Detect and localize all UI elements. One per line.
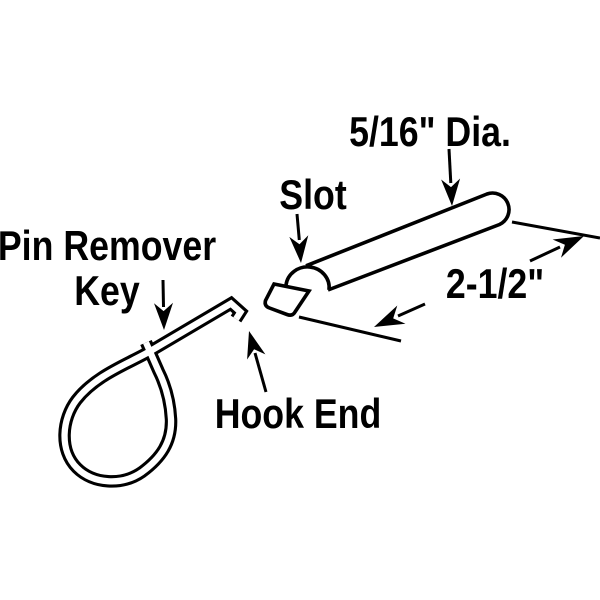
diameter-callout-arrow-icon	[441, 148, 461, 206]
diameter-label: 5/16" Dia.	[349, 108, 511, 155]
length-dimension-arrow-lower-icon	[374, 302, 426, 327]
dimension-extension-line-lower	[298, 315, 402, 343]
dimension-lines	[298, 220, 600, 343]
pin-rod	[305, 191, 511, 292]
pin-slot-face	[263, 281, 312, 317]
length-dimension-arrow-upper-icon	[529, 236, 584, 263]
pin	[263, 191, 511, 317]
key-callout-arrow-icon	[154, 279, 173, 330]
slot-callout-arrow-icon	[289, 213, 309, 263]
pin-remover-key-label-line1: Pin Remover	[0, 222, 217, 269]
length-label: 2-1/2"	[445, 260, 545, 307]
pin-remover-key-label: Pin Remover Key	[0, 223, 216, 313]
slot-label: Slot	[279, 171, 347, 218]
hook-end-callout-arrow-icon	[247, 331, 268, 393]
pin-end-dome	[284, 265, 331, 291]
hook-end-label: Hook End	[214, 390, 382, 437]
key-wire	[58, 295, 249, 488]
dimension-extension-line-upper	[511, 220, 600, 240]
pin-remover-key-label-line2: Key	[74, 267, 140, 314]
key-wire-core	[61, 299, 245, 485]
